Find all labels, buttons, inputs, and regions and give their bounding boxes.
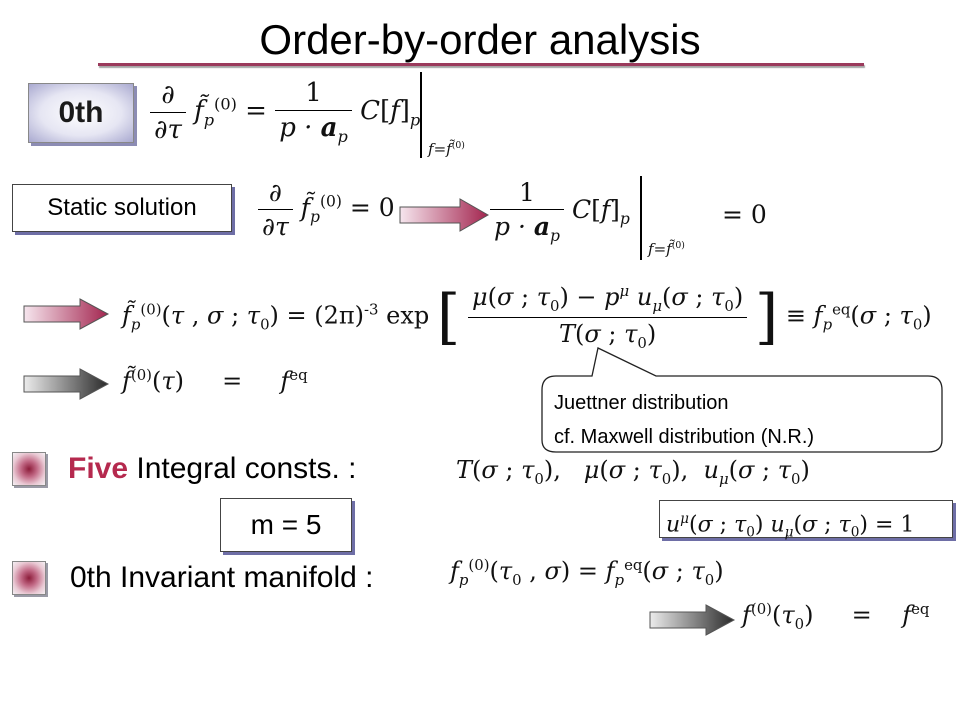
m-count-box: m = 5	[220, 498, 352, 552]
title-underline	[98, 63, 864, 66]
right-arrow-dark-icon	[649, 604, 736, 636]
invariant-manifold-label: 0th Invariant manifold :	[70, 561, 374, 594]
right-arrow-magenta-icon	[399, 198, 490, 232]
static-solution-label: Static solution	[12, 184, 232, 232]
normalization-constraint: uμ(σ ; τ0) uμ(σ ; τ0) = 1	[659, 500, 953, 541]
slide-title: Order-by-order analysis	[259, 16, 701, 63]
integral-consts-text: Integral consts. :	[136, 452, 357, 485]
five-word: Five	[68, 452, 129, 485]
bullet-square-icon	[12, 452, 46, 486]
callout-text: Juettner distribution cf. Maxwell distri…	[554, 386, 814, 454]
equation-juettner: f̃p(0)(τ , σ ; τ0) = (2π)-3 exp [ μ(σ ; …	[122, 282, 932, 352]
equation-static: ∂∂τ f̃p(0) = 0	[258, 178, 395, 241]
evaluation-bar	[420, 72, 422, 158]
equation-f0-eq: f(0)(τ0) = feq	[742, 600, 930, 633]
evaluation-subscript: f=f̃(0)	[428, 140, 465, 158]
evaluation-subscript-2: f=f̃(0)	[648, 240, 685, 258]
bullet-square-icon	[12, 561, 46, 595]
callout-balloon	[541, 347, 943, 453]
equation-ftilde-eq: f̃(0)(τ) = feq	[122, 366, 308, 395]
evaluation-bar-2	[640, 176, 642, 260]
integral-consts-label: Five Integral consts. :	[68, 451, 356, 487]
equation-invariant-manifold: fp(0)(τ0 , σ) = fpeq(σ ; τ0)	[450, 556, 724, 589]
integral-consts-list: T(σ ; τ0), μ(σ ; τ0), uμ(σ ; τ0)	[456, 456, 810, 488]
right-arrow-magenta-icon	[23, 298, 110, 330]
right-arrow-dark-icon	[23, 368, 110, 400]
callout-line-maxwell: cf. Maxwell distribution (N.R.)	[554, 426, 815, 448]
order-badge: 0th	[28, 83, 134, 143]
equals-zero: = 0	[722, 200, 767, 229]
callout-line-juettner: Juettner distribution	[554, 392, 729, 414]
